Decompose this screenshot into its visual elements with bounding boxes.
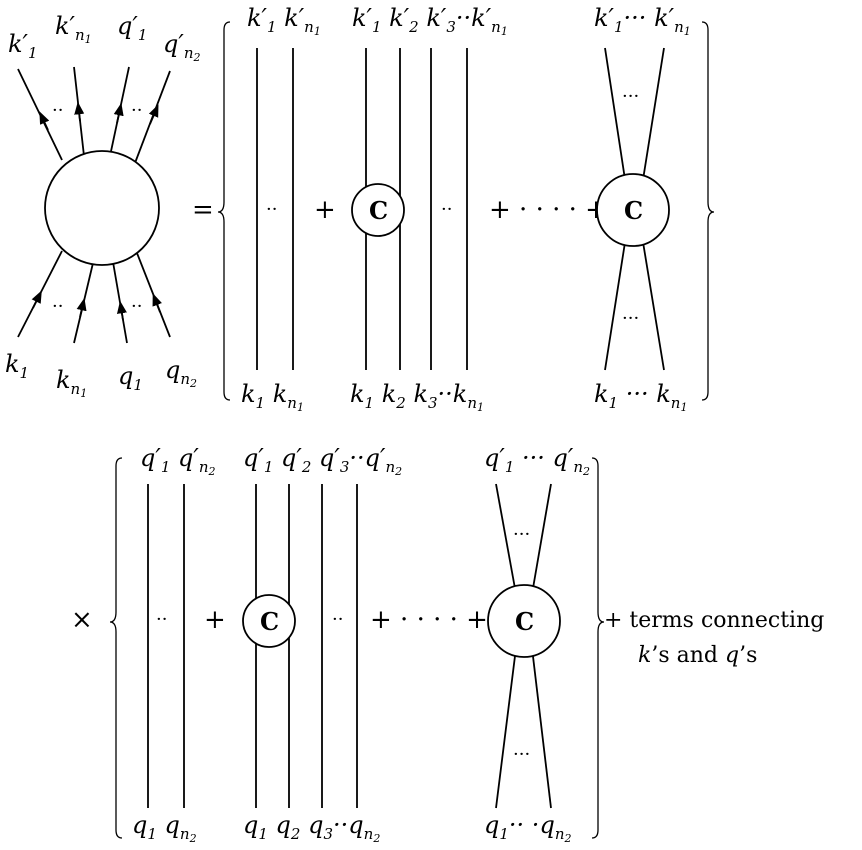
k-term2-circle [351,183,405,237]
blob-dots-bottom-left: ·· [52,296,63,317]
q-term2-top-labels: q′1 q′2 q′3··q′n2 [243,444,402,478]
label-k1-prime: k′1 [8,30,38,62]
k-term3-top-left [604,47,627,187]
blob-line-in-k1 [17,250,63,338]
blob-line-in-kn1 [73,262,94,344]
k-left-brace [217,21,231,401]
label-qn2: qn2 [165,356,197,390]
k-term3-top-labels: k′1··· k′n1 [594,4,691,38]
label-q1-prime: q′1 [117,12,147,44]
q-term2-dots: ·· [332,609,343,630]
q-term1-dots: ·· [156,609,167,630]
label-q1: q1 [118,362,143,394]
q-left-brace [109,457,123,839]
arrow-out-4 [148,104,159,125]
k-term1-bottom-labels: k1 kn1 [241,380,304,414]
q-term3-top-right [531,483,552,595]
k-term1-dots: ·· [266,199,277,220]
arrow-out-3 [113,102,124,124]
q-term3-top-labels: q′1 ··· q′n2 [484,444,590,478]
q-factor: ·· q′1 q′n2 q1 qn2 + C ·· q′1 q′2 q′3··q… [109,444,605,845]
k-plus-1: + [314,195,336,225]
q-term1-top-labels: q′1 q′n2 [140,444,215,478]
q-term2-bottom-labels: q1 q2 q3··qn2 [243,811,380,845]
k-term3-bottom-labels: k1 ··· kn1 [594,380,687,414]
q-term2-c-label: C [260,607,279,636]
blob-line-in-q1 [112,261,128,344]
k-term3-bottom-left [604,235,627,371]
k-term3-c-label: C [624,196,643,225]
k-term2-dots: ·· [441,199,452,220]
q-term3-bottom-right [531,647,552,809]
k-term3-top-right [641,47,665,187]
label-qn2-prime: q′n2 [163,30,200,64]
k-term2-bottom-labels: k1 k2 k3··kn1 [350,380,484,414]
arrow-in-3 [116,300,127,321]
q-term1-bottom-labels: q1 qn2 [132,811,197,845]
arrow-out-1 [39,111,50,131]
blob-line-in-qn2 [134,247,171,338]
blob-dots-bottom-right: ·· [131,296,142,317]
label-k1: k1 [5,350,29,382]
q-right-brace [591,457,605,839]
arrow-in-2 [76,297,87,318]
q-term3-c-label: C [515,607,534,636]
equals-sign: = [192,195,214,225]
tail-text-line-1: + terms connecting [604,608,824,633]
k-right-brace [701,21,715,401]
k-term2-c-label: C [369,196,388,225]
q-term3-top-left [495,483,517,595]
times-sign: × [71,605,93,635]
tail-text-line-2: k’s and q’s [638,643,757,668]
k-term3-dots-bottom: ··· [622,308,639,329]
q-plus-dots: + · · · · + [370,605,488,635]
blob-vertex: ·· ·· ·· ·· k′1 k′n1 q′1 q′n2 k1 kn1 q1 … [5,12,200,400]
k-term2-top-labels: k′1 k′2 k′3··k′n1 [352,4,508,38]
arrow-out-2 [74,101,85,122]
arrow-in-4 [152,293,162,313]
blob-circle [44,150,160,266]
q-term3-bottom-left [495,647,517,809]
blob-dots-top-left: ·· [52,100,63,121]
k-term3-dots-top: ··· [622,86,639,107]
q-term2-circle [242,594,296,648]
blob-dots-top-right: ·· [131,100,142,121]
k-factor: ·· k′1 k′n1 k1 kn1 + C ·· k′1 k′2 k′3··k… [217,4,715,414]
q-term3-bottom-labels: q1·· ·qn2 [484,811,571,845]
label-kn1: kn1 [56,366,87,400]
k-term1-top-labels: k′1 k′n1 [247,4,321,38]
q-term3-dots-bottom: ··· [513,744,530,765]
arrow-in-1 [31,290,42,309]
k-term3-circle [596,173,670,247]
q-term3-dots-top: ··· [513,524,530,545]
k-term3-bottom-right [641,235,665,371]
q-term3-circle [487,584,561,658]
label-kn1-prime: k′n1 [55,12,92,46]
q-plus-1: + [204,605,226,635]
k-plus-dots: + · · · · + [489,195,607,225]
